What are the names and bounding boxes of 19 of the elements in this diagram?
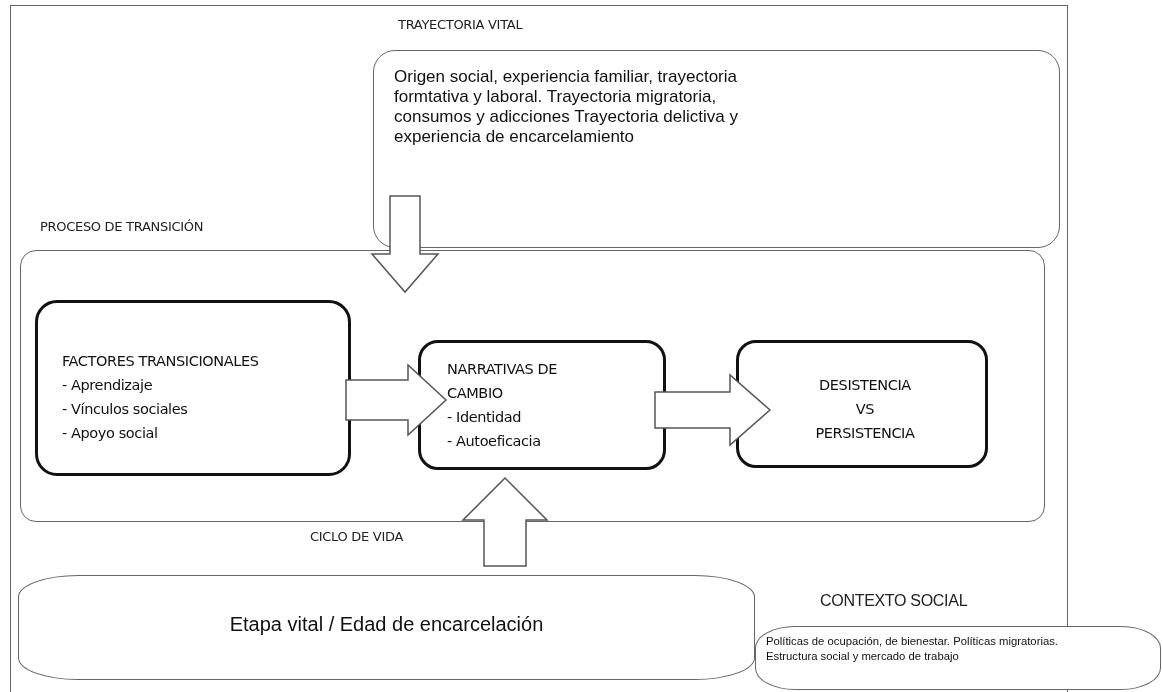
list-item: - Vínculos sociales [62, 399, 189, 419]
block-arrow [370, 195, 440, 294]
list-item: - Aprendizaje [62, 375, 154, 395]
body-text: Políticas de ocupación, de bienestar. Políticas migratorias. Estructura social y mercado de trabajo [766, 634, 1059, 664]
block-arrow [461, 476, 549, 567]
section-heading: CONTEXTO SOCIAL [820, 592, 968, 610]
section-heading: PROCESO DE TRANSICIÓN [40, 219, 204, 234]
block-arrow [654, 373, 772, 447]
body-text: Origen social, experiencia familiar, trayectoria formtativa y laboral. Trayectoria migratoria, consumos y adicciones Trayectoria delictiva y experiencia de encarcelamiento [394, 67, 739, 147]
section-heading: CICLO DE VIDA [310, 529, 403, 544]
list-item: - Apoyo social [62, 423, 159, 443]
block-arrow [345, 363, 448, 437]
box-title: NARRATIVAS DE CAMBIO [447, 359, 559, 403]
section-heading: TRAYECTORIA VITAL [398, 17, 523, 32]
list-item: - Identidad [447, 407, 523, 427]
box-title: FACTORES TRANSICIONALES [62, 351, 260, 371]
body-text: DESISTENCIA VS PERSISTENCIA [814, 375, 916, 443]
body-text: Etapa vital / Edad de encarcelación [228, 612, 545, 636]
list-item: - Autoeficacia [447, 431, 542, 451]
